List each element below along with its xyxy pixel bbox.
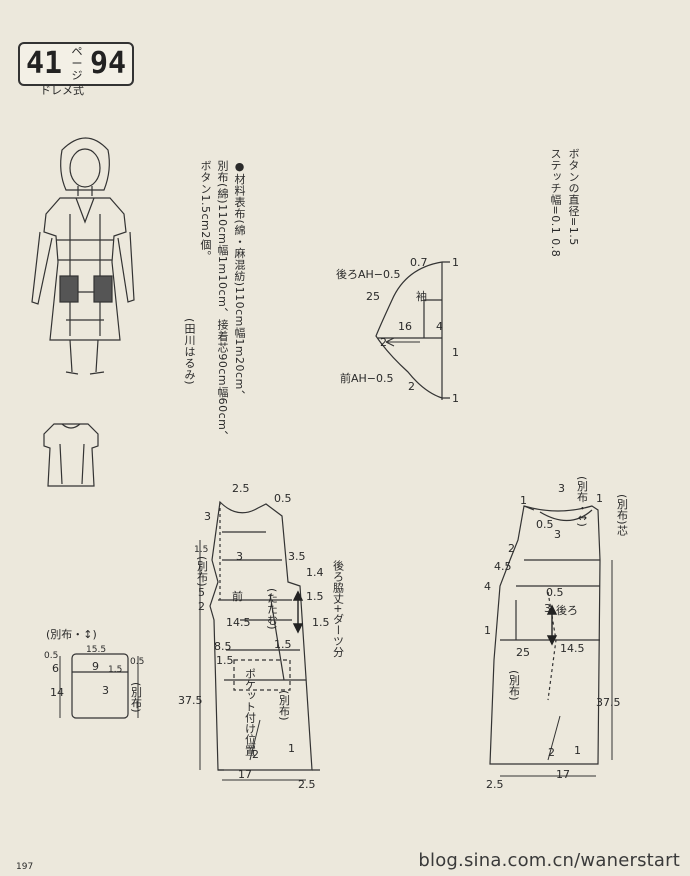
front-pocket-position: ポケット付け位置 xyxy=(244,668,257,756)
materials-heading-line: ●材料表布(綿・麻混紡)110cm幅1m20cm、 xyxy=(232,160,247,401)
front-dim-145: 14.5 xyxy=(226,616,251,629)
back-dim-1c: 1 xyxy=(484,624,491,637)
materials-line1: 表布(綿・麻混紡)110cm幅1m20cm、 xyxy=(233,196,246,402)
sleeve-dim-25: 25 xyxy=(366,290,380,303)
front-separate-top: (別布) xyxy=(196,556,209,587)
back-dim-2b: 2 xyxy=(548,746,555,759)
front-bodice-pattern xyxy=(199,500,320,781)
front-dim-15d: 1.5 xyxy=(274,638,292,651)
sleeve-front-ah: 前AH−0.5 xyxy=(340,371,394,385)
front-dim-85: 8.5 xyxy=(214,640,232,653)
watermark: blog.sina.com.cn/wanerstart xyxy=(418,850,680,871)
sleeve-pattern xyxy=(375,261,450,400)
back-dim-4: 4 xyxy=(484,580,491,593)
back-dim-3b: 3 xyxy=(554,528,561,541)
back-dim-05b: 0.5 xyxy=(546,586,564,599)
back-dim-145: 14.5 xyxy=(560,642,585,655)
sleeve-dim-1b: 1 xyxy=(452,346,459,359)
back-dim-3c: 3 xyxy=(544,602,551,615)
note-button-diameter: ボタンの直径=1.5 xyxy=(567,148,580,246)
front-dim-15b: 1.5 xyxy=(306,590,324,603)
badge-right-number: 94 xyxy=(90,46,127,81)
back-dim-25: 25 xyxy=(516,646,530,659)
back-dim-2: 2 xyxy=(508,542,515,555)
front-dim-2b: 2 xyxy=(252,748,259,761)
back-dim-3: 3 xyxy=(558,482,565,495)
sleeve-dim-1c: 1 xyxy=(452,392,459,405)
front-tuck: (たたむ) xyxy=(266,588,279,630)
front-dim-375: 37.5 xyxy=(178,694,203,707)
page-number: 197 xyxy=(16,862,34,872)
front-dim-15e: 1.5 xyxy=(216,654,234,667)
front-dim-3b: 3 xyxy=(236,550,243,563)
pocket-dim-15: 1.5 xyxy=(108,665,122,675)
note-stitch-width: ステッチ幅=0.1 0.8 xyxy=(549,148,562,258)
back-dim-25b: 2.5 xyxy=(486,778,504,791)
front-dim-05top: 0.5 xyxy=(274,492,292,505)
pocket-dim-3: 3 xyxy=(102,684,109,697)
sleeve-dim-1a: 1 xyxy=(452,256,459,269)
back-dim-05: 0.5 xyxy=(536,518,554,531)
badge-left-number: 41 xyxy=(26,46,63,81)
pocket-separate: (別布・↕) xyxy=(46,628,97,641)
sleeve-dim-2a: 2 xyxy=(380,336,387,349)
front-dim-3: 3 xyxy=(204,510,211,523)
back-interfacing: (別布)芯 xyxy=(616,494,629,536)
sleeve-dim-2b: 2 xyxy=(408,380,415,393)
back-separate-top: (別布・↕) xyxy=(576,476,589,527)
materials-heading: ●材料 xyxy=(233,160,246,197)
sleeve-back-ah: 後ろAH−0.5 xyxy=(336,267,401,281)
front-dim-17: 17 xyxy=(238,768,252,781)
back-dim-1d: 1 xyxy=(574,744,581,757)
figure-illustration xyxy=(31,137,135,375)
pocket-dim-155: 15.5 xyxy=(86,645,106,655)
back-name: 後ろ xyxy=(556,603,578,617)
front-dim-35: 3.5 xyxy=(288,550,306,563)
back-bodice-pattern xyxy=(489,505,613,777)
front-dim-1: 1 xyxy=(288,742,295,755)
pocket-dim-05b: 0.5 xyxy=(130,657,144,667)
sleeve-dim-4: 4 xyxy=(436,320,443,333)
sleeve-dim-07: 0.7 xyxy=(410,256,428,269)
badge-page-word: ページ xyxy=(71,45,83,82)
pocket-dim-9: 9 xyxy=(92,660,99,673)
pocket-dim-05a: 0.5 xyxy=(44,651,58,661)
side-note: 後ろ脇丈+ダーツ分 xyxy=(332,559,345,658)
materials-line3: ボタン1.5cm2個。 xyxy=(199,160,212,262)
back-dim-45: 4.5 xyxy=(494,560,512,573)
method-label: ドレメ式 xyxy=(40,84,84,97)
sleeve-dim-16: 16 xyxy=(398,320,412,333)
front-dim-15c: 1.5 xyxy=(312,616,330,629)
front-dim-14: 1.4 xyxy=(306,566,324,579)
front-dim-25b: 2.5 xyxy=(298,778,316,791)
front-dim-25top: 2.5 xyxy=(232,482,250,495)
back-dim-1: 1 xyxy=(520,494,527,507)
pocket-pattern xyxy=(59,653,139,719)
back-separate: (別布) xyxy=(508,670,521,701)
back-dim-1b: 1 xyxy=(596,492,603,505)
front-separate: (別布) xyxy=(278,690,291,721)
pocket-separate-side: (別布) xyxy=(130,682,143,713)
pocket-dim-14: 14 xyxy=(50,686,64,699)
page-badge: 41 ページ 94 xyxy=(18,42,134,86)
sleeve-name: 袖 xyxy=(416,289,427,303)
pocket-dim-6: 6 xyxy=(52,662,59,675)
front-dim-15: 1.5 xyxy=(194,545,208,555)
back-view-thumbnail xyxy=(43,423,99,487)
back-dim-375: 37.5 xyxy=(596,696,621,709)
designer-credit: (田川はるみ) xyxy=(183,318,196,386)
back-dim-17: 17 xyxy=(556,768,570,781)
front-dim-2: 2 xyxy=(198,600,205,613)
materials-line2: 別布(綿)110cm幅1m10cm、接着芯90cm幅60cm、 xyxy=(216,160,229,442)
front-name: 前 xyxy=(232,589,243,603)
front-dim-5: 5 xyxy=(198,586,205,599)
